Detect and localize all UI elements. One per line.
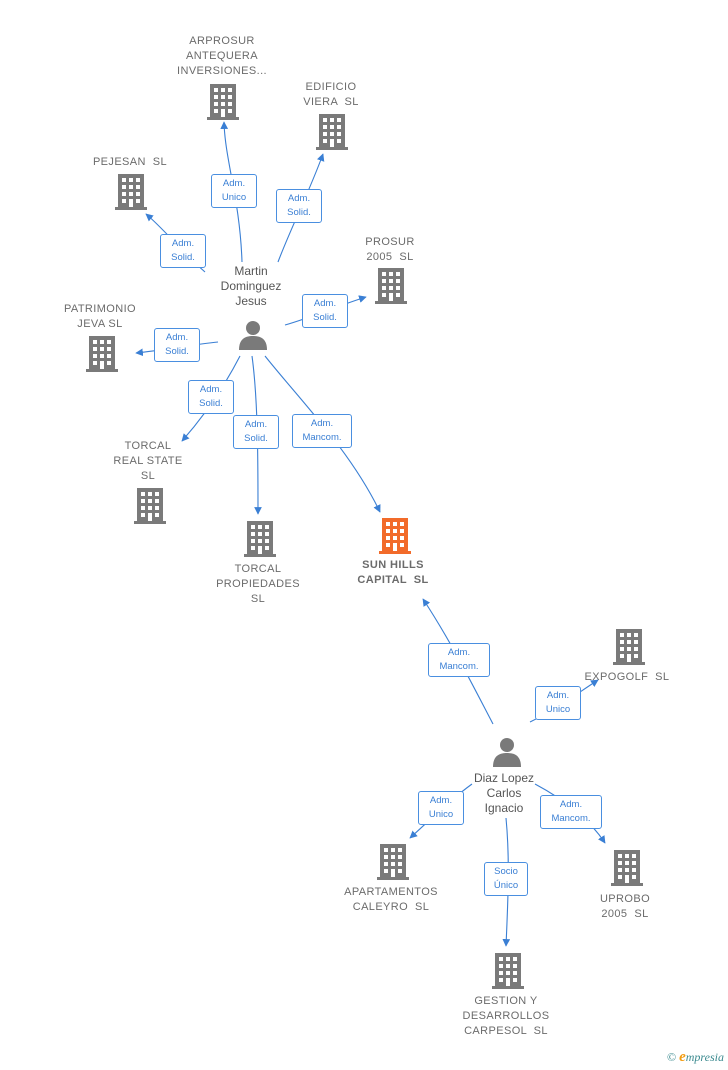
- building-icon-expogolf[interactable]: [613, 629, 645, 665]
- company-label-prosur[interactable]: PROSUR 2005 SL: [365, 236, 415, 263]
- copyright-symbol: ©: [666, 1050, 677, 1064]
- edge-label-prosur: Adm. Solid.: [302, 294, 348, 328]
- edge-label-pejesan: Adm. Solid.: [160, 234, 206, 268]
- company-label-torcal-rs[interactable]: TORCAL REAL STATE SL: [113, 440, 183, 482]
- building-icon-patrimonio[interactable]: [86, 336, 118, 372]
- edge-label-sunhills-diaz: Adm. Mancom.: [428, 643, 490, 677]
- building-icon-gestion[interactable]: [492, 953, 524, 989]
- building-icon-prosur[interactable]: [375, 268, 407, 304]
- building-icon-torcal-rs[interactable]: [134, 488, 166, 524]
- edge-label-gestion: Socio Único: [484, 862, 528, 896]
- company-label-arprosur[interactable]: ARPROSUR ANTEQUERA INVERSIONES...: [177, 35, 267, 77]
- company-label-sunhills[interactable]: SUN HILLS CAPITAL SL: [357, 559, 429, 586]
- building-icon-uprobo[interactable]: [611, 850, 643, 886]
- company-label-pejesan[interactable]: PEJESAN SL: [92, 156, 168, 168]
- empresia-logo: © empresia: [667, 1049, 724, 1066]
- building-icon-sunhills[interactable]: [379, 518, 411, 554]
- edge-label-expogolf: Adm. Unico: [535, 686, 581, 720]
- edge-label-uprobo: Adm. Mancom.: [540, 795, 602, 829]
- company-label-apartamentos[interactable]: APARTAMENTOS CALEYRO SL: [344, 886, 438, 913]
- building-icon-arprosur[interactable]: [207, 84, 239, 120]
- edge-label-torcal-p: Adm. Solid.: [233, 415, 279, 449]
- person-label-martin[interactable]: Martin Dominguez Jesus: [220, 264, 282, 308]
- person-icon-diaz[interactable]: [493, 738, 521, 767]
- company-label-patrimonio[interactable]: PATRIMONIO JEVA SL: [63, 303, 137, 330]
- brand-initial: e: [679, 1049, 686, 1065]
- company-label-torcal-p[interactable]: TORCAL PROPIEDADES SL: [216, 563, 300, 605]
- person-label-diaz[interactable]: Diaz Lopez Carlos Ignacio: [473, 771, 535, 815]
- edge-label-arprosur: Adm. Unico: [211, 174, 257, 208]
- company-label-edificio[interactable]: EDIFICIO VIERA SL: [303, 81, 359, 108]
- building-icon-torcal-p[interactable]: [244, 521, 276, 557]
- company-label-gestion[interactable]: GESTION Y DESARROLLOS CARPESOL SL: [462, 995, 550, 1037]
- building-icon-edificio[interactable]: [316, 114, 348, 150]
- building-icon-apartamentos[interactable]: [377, 844, 409, 880]
- edge-label-apartamentos: Adm. Unico: [418, 791, 464, 825]
- company-label-uprobo[interactable]: UPROBO 2005 SL: [599, 893, 651, 920]
- edge-label-torcal-rs: Adm. Solid.: [188, 380, 234, 414]
- edge-label-patrimonio: Adm. Solid.: [154, 328, 200, 362]
- edge-label-sunhills-martin: Adm. Mancom.: [292, 414, 352, 448]
- edge-label-edificio: Adm. Solid.: [276, 189, 322, 223]
- building-icon-pejesan[interactable]: [115, 174, 147, 210]
- brand-name: mpresia: [685, 1050, 724, 1064]
- company-label-expogolf[interactable]: EXPOGOLF SL: [584, 671, 670, 683]
- person-icon-martin[interactable]: [239, 321, 267, 350]
